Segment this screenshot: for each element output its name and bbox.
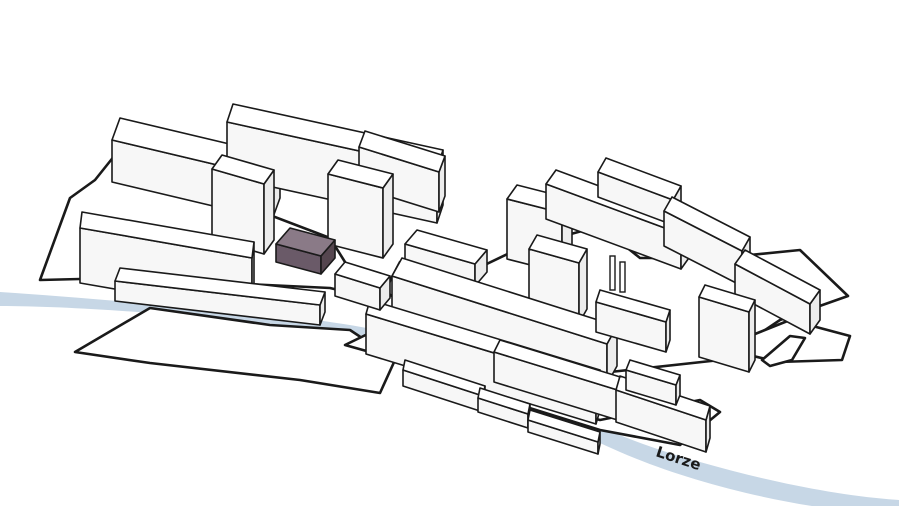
building-e-block xyxy=(663,196,751,287)
building-highlighted xyxy=(275,227,336,275)
building-nw-tower-roof xyxy=(211,154,275,185)
building-far-e-roof xyxy=(734,249,821,305)
building-n-annex xyxy=(358,130,446,213)
building-hall-roof xyxy=(391,257,618,345)
south-plot xyxy=(73,306,397,395)
chimneys xyxy=(609,255,626,293)
building-highlighted-roof xyxy=(275,227,336,257)
building-riverside-3 xyxy=(527,409,601,455)
building-factory xyxy=(595,289,671,353)
building-nw-tower xyxy=(211,154,275,255)
chimney-2 xyxy=(619,261,626,293)
building-sw-low-roof xyxy=(114,267,326,306)
building-e-tower-2-roof xyxy=(528,234,588,264)
building-ne-small xyxy=(334,261,391,311)
building-e-block-roof xyxy=(663,196,751,252)
building-sw-low xyxy=(114,267,326,326)
building-e-tower-3-roof xyxy=(698,284,756,313)
east-bank-parcel xyxy=(760,334,807,368)
building-se-small-roof xyxy=(625,359,681,386)
building-factory-roof xyxy=(595,289,671,323)
building-e-tower-3 xyxy=(698,284,756,373)
building-riverside-2-roof xyxy=(477,387,531,415)
building-ne-small-roof xyxy=(334,261,391,289)
buildings xyxy=(79,103,821,455)
building-n-tower-roof xyxy=(327,159,394,189)
building-center-small-roof xyxy=(404,229,488,265)
chimney-1 xyxy=(609,255,616,291)
building-n-annex-roof xyxy=(358,130,446,173)
building-far-e xyxy=(734,249,821,335)
building-se-small xyxy=(625,359,681,406)
building-riverside-3-roof xyxy=(527,409,601,443)
building-w-long-roof xyxy=(79,211,255,259)
building-n-tower xyxy=(327,159,394,259)
